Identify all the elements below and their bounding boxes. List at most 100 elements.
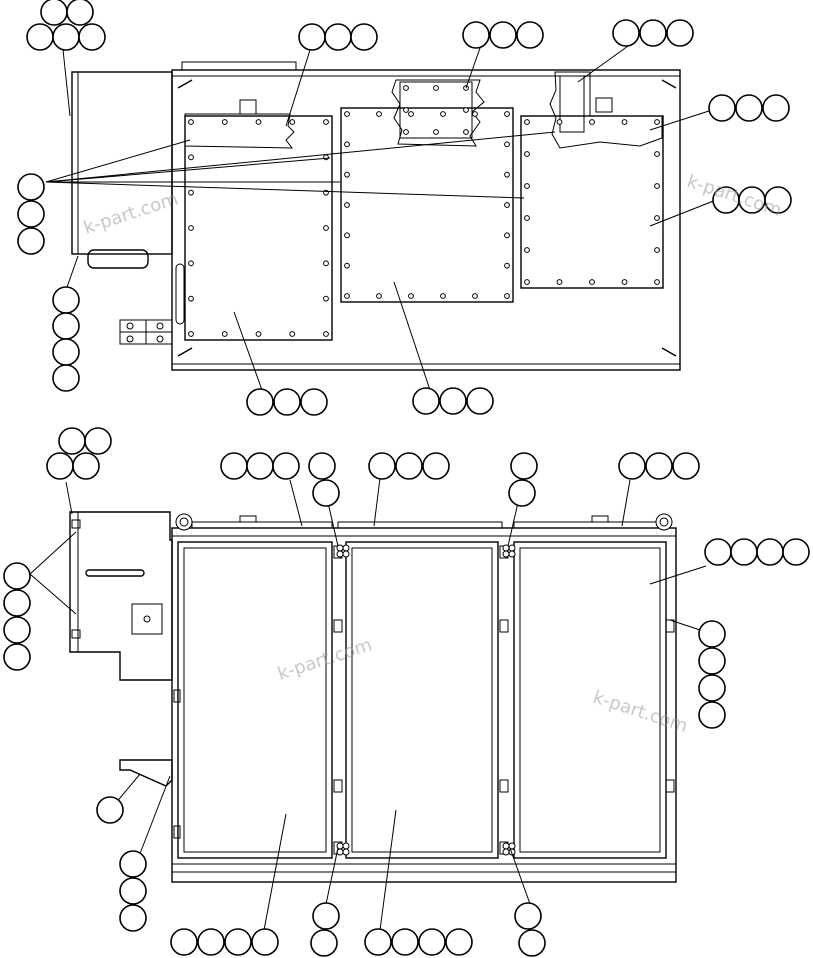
bolt xyxy=(188,119,194,125)
callout-bubble xyxy=(645,452,673,480)
latch-bolt xyxy=(502,842,510,850)
bolt xyxy=(654,215,660,221)
callout-bubble xyxy=(412,387,440,415)
callout-bubble xyxy=(510,452,538,480)
bolt xyxy=(440,111,446,117)
callout-bubble xyxy=(466,387,494,415)
callout-bubble xyxy=(52,286,80,314)
bolt xyxy=(589,119,595,125)
callout-bubble xyxy=(310,929,338,957)
latch-bolt xyxy=(342,550,350,558)
callout-bubble xyxy=(3,643,31,671)
door-left xyxy=(177,541,333,859)
mount-plate xyxy=(131,603,163,635)
callout-bubble xyxy=(698,701,726,729)
callout-bubble xyxy=(17,173,45,201)
door-right xyxy=(513,541,667,859)
main-frame-top xyxy=(171,69,681,371)
callout-bubble xyxy=(489,21,517,49)
bolt xyxy=(344,293,350,299)
callout-bubble xyxy=(273,388,301,416)
hinge xyxy=(333,779,343,793)
latch-bolt xyxy=(342,544,350,552)
callout-bubble xyxy=(368,452,396,480)
bolt xyxy=(255,331,262,337)
callout-bubble xyxy=(246,452,274,480)
latch-bolt xyxy=(342,848,350,856)
bolt xyxy=(556,279,563,285)
cutaway-right xyxy=(549,71,663,149)
hinge xyxy=(499,779,509,793)
callout-bubble xyxy=(52,338,80,366)
bolt xyxy=(188,295,194,302)
callout-bubble xyxy=(708,94,736,122)
callout-bubble xyxy=(422,452,450,480)
callout-bubble xyxy=(52,364,80,392)
bolt xyxy=(524,247,530,253)
callout-bubble xyxy=(26,23,54,51)
cover-right xyxy=(520,115,664,289)
latch-bolt xyxy=(336,550,344,558)
bolt xyxy=(188,154,194,161)
callout-bubble xyxy=(40,0,68,26)
latch-bolt xyxy=(508,544,516,552)
callout-bubble xyxy=(698,620,726,648)
callout-bubble xyxy=(704,538,732,566)
bolt xyxy=(556,119,563,125)
callout-bubble xyxy=(735,94,763,122)
cover-center xyxy=(340,107,514,303)
bolt xyxy=(323,225,329,231)
bolt xyxy=(472,293,478,299)
callout-bubble xyxy=(312,479,340,507)
bolt xyxy=(408,111,414,117)
hinge xyxy=(665,619,675,633)
bolt xyxy=(524,183,530,189)
bolt xyxy=(289,119,296,125)
bolt xyxy=(376,111,382,117)
callout-bubble xyxy=(72,452,100,480)
bolt xyxy=(504,262,510,269)
callout-bubble xyxy=(639,19,667,47)
callout-bubble xyxy=(782,538,810,566)
bolt xyxy=(504,171,510,178)
leader-lines-top xyxy=(45,39,717,391)
callout-bubble xyxy=(96,796,124,824)
callout-bubble xyxy=(445,928,473,956)
callout-bubble xyxy=(298,23,326,51)
bolt xyxy=(654,247,660,253)
bolt xyxy=(344,232,350,239)
callout-bubble xyxy=(119,877,147,905)
hinge xyxy=(333,619,343,633)
bolt xyxy=(403,85,409,91)
callout-bubble xyxy=(52,23,80,51)
bolt xyxy=(504,232,510,239)
callout-bubble xyxy=(272,452,300,480)
bolt xyxy=(504,141,510,148)
bolt xyxy=(323,295,329,302)
callout-bubble xyxy=(324,23,352,51)
bolt xyxy=(524,119,530,125)
callout-bubble xyxy=(3,562,31,590)
callout-bubble xyxy=(46,452,74,480)
callout-bubble xyxy=(246,388,274,416)
bolt xyxy=(403,107,409,113)
bolt xyxy=(654,119,660,125)
cover-left xyxy=(184,115,333,341)
top-strip xyxy=(181,61,297,71)
latch xyxy=(173,825,181,839)
cutaway-center xyxy=(391,79,485,147)
callout-bubble xyxy=(672,452,700,480)
callout-bubble xyxy=(439,387,467,415)
watermark: k-part.com xyxy=(275,634,375,684)
bolt xyxy=(344,202,350,208)
bolt xyxy=(524,215,530,221)
callout-bubble xyxy=(666,19,694,47)
callout-bubble xyxy=(224,928,252,956)
side-slot xyxy=(175,263,185,325)
callout-bubble xyxy=(220,452,248,480)
callout-bubble xyxy=(52,312,80,340)
bolt xyxy=(323,119,329,125)
bolt xyxy=(504,202,510,208)
callout-bubble xyxy=(698,674,726,702)
